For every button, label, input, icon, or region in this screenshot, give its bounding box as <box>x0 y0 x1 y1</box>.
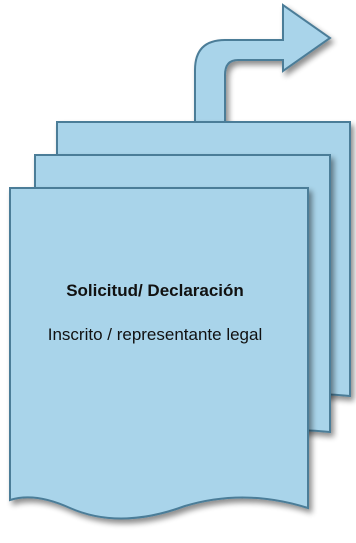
document-subtitle: Inscrito / representante legal <box>47 325 263 344</box>
document-title: Solicitud/ Declaración <box>66 281 244 300</box>
document-page-front <box>9 187 309 520</box>
document-text-block: Solicitud/ Declaración Inscrito / repres… <box>18 280 292 346</box>
bent-up-right-arrow-icon <box>194 3 332 131</box>
